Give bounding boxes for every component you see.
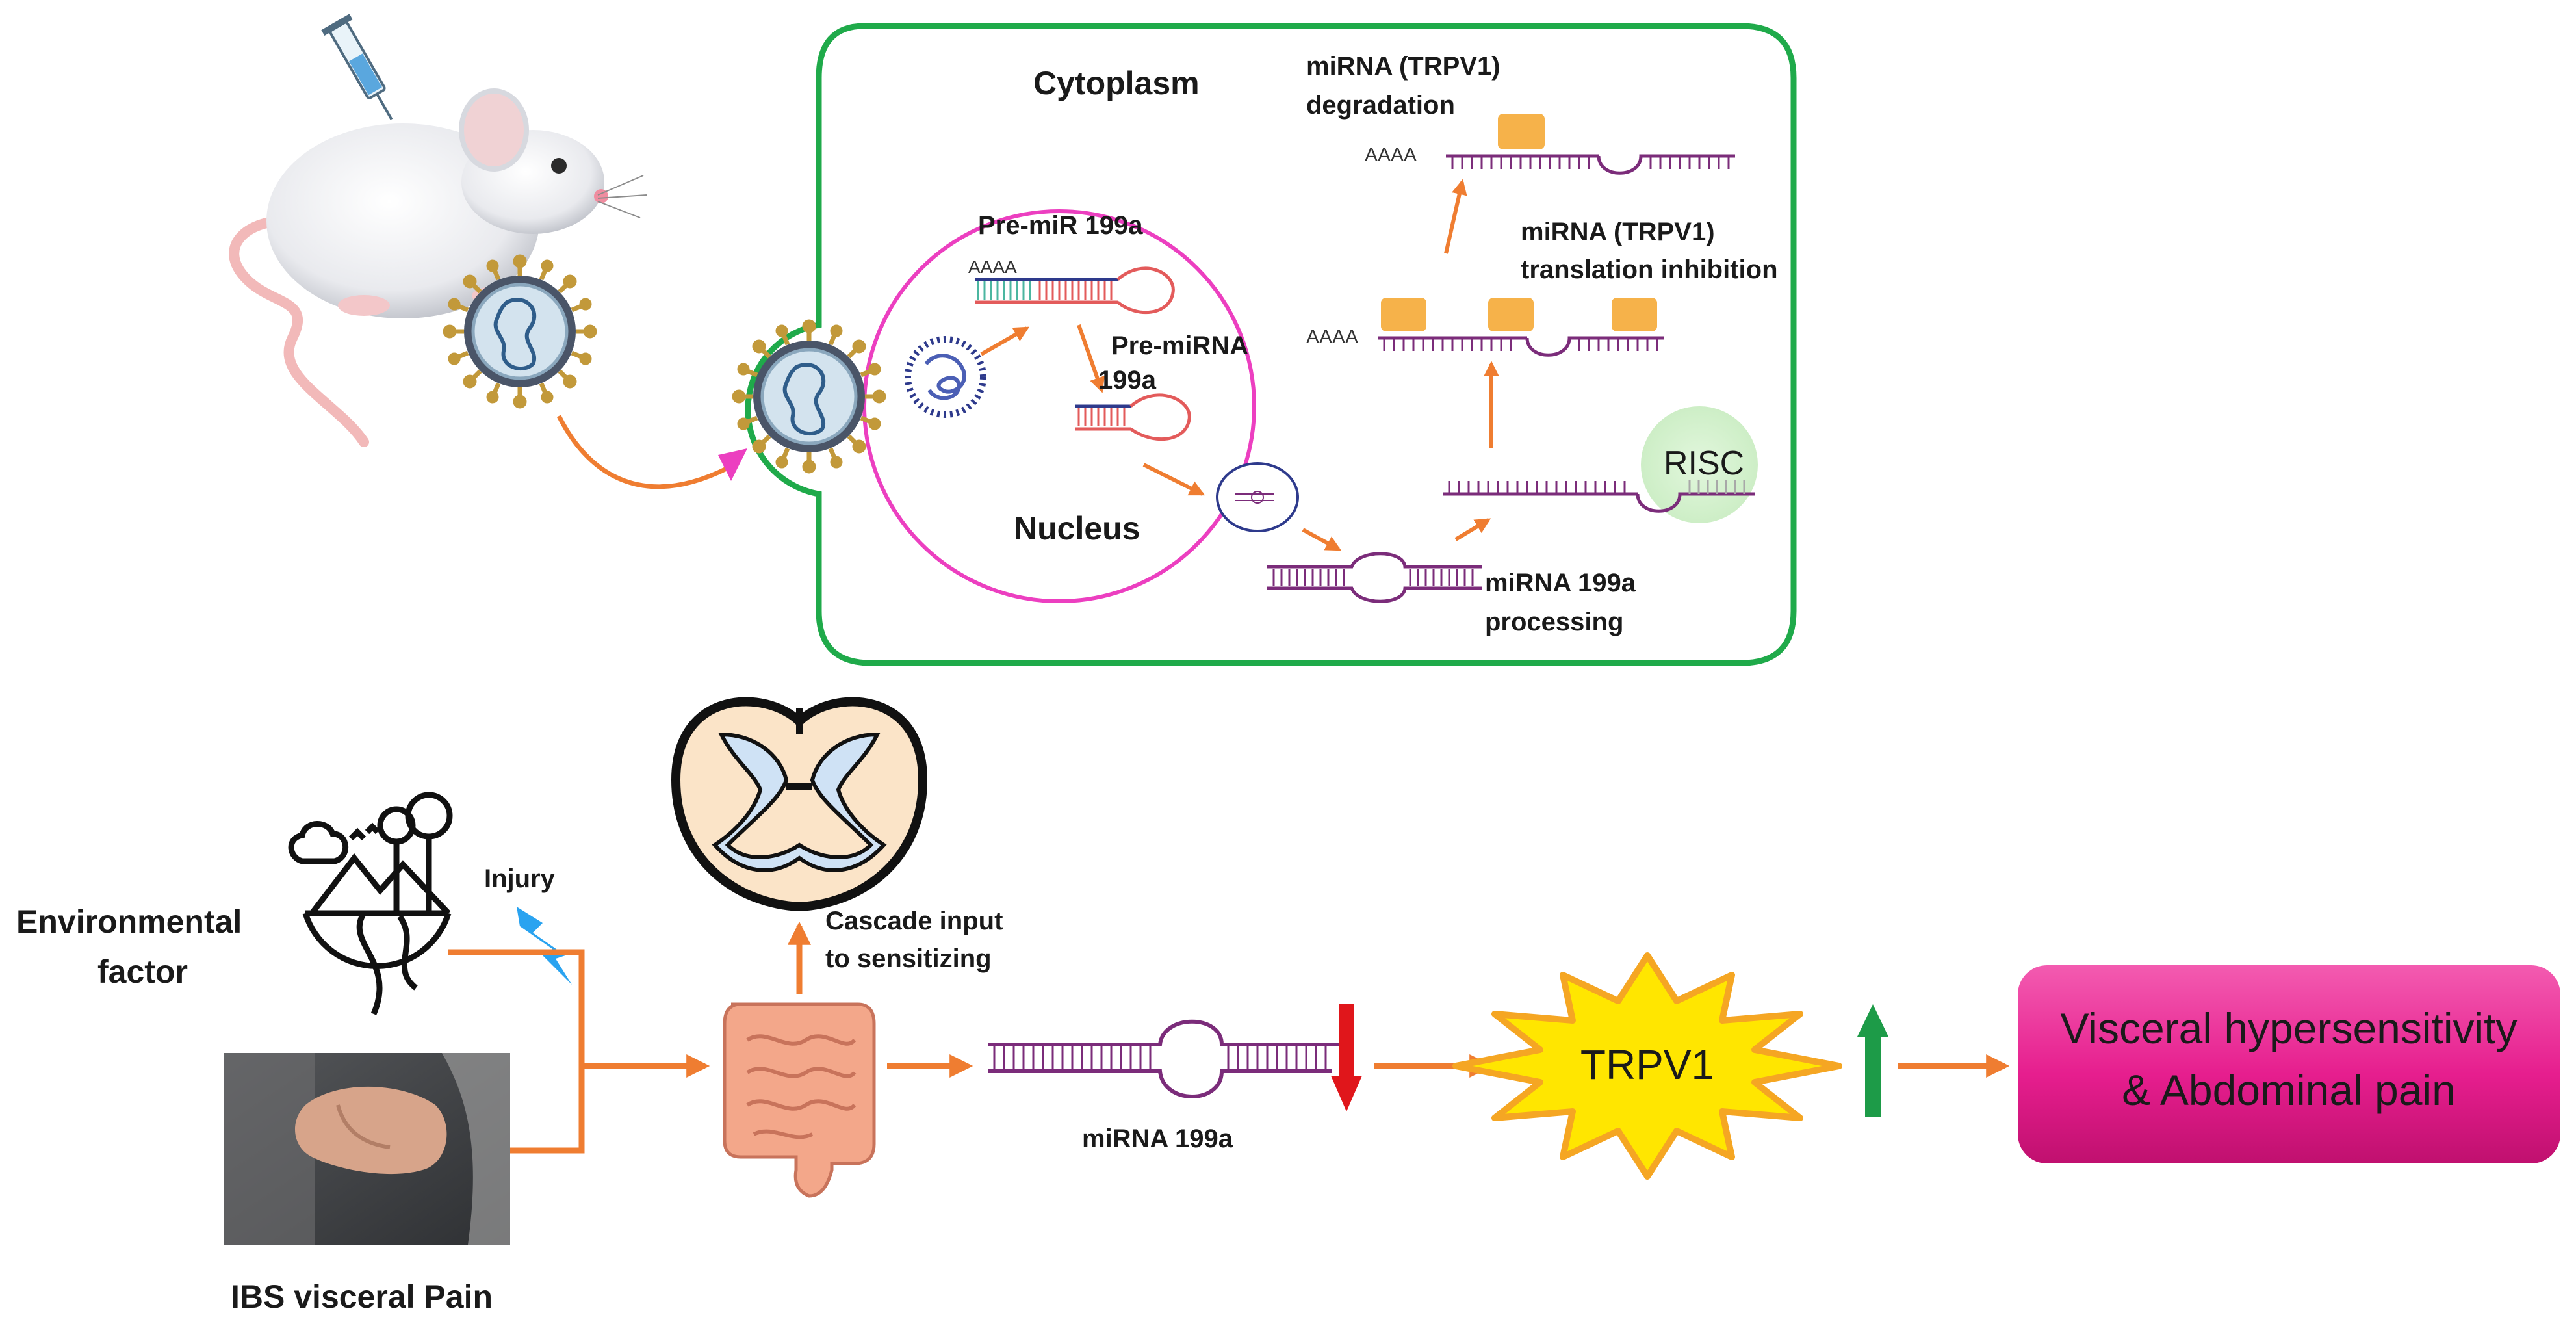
polya-tail-degradation: AAAA: [1365, 144, 1417, 166]
pre-mir-label: Pre-miR 199a: [978, 211, 1143, 240]
environmental-factor-label-2: factor: [97, 954, 188, 990]
trpv1-starburst: [1452, 952, 1842, 1180]
arrow-ibs-branch: [510, 1066, 585, 1154]
translation-label-1: miRNA (TRPV1): [1521, 218, 1715, 246]
risc-label: RISC: [1664, 445, 1744, 482]
abdominal-pain-photo: [224, 1053, 510, 1245]
spinal-cord-cross-section-icon: [671, 697, 928, 912]
virus-entry-arrow: [556, 415, 729, 489]
mrna-degradation: [1446, 154, 1735, 175]
ribosome-icon: [1381, 298, 1426, 331]
injury-label: Injury: [484, 864, 556, 893]
risc-strand: [1443, 480, 1755, 513]
pre-mirna-label-2: 199a: [1098, 366, 1157, 395]
arrow-premir-to-premirna: [1077, 324, 1105, 393]
arrow-environment-branch: [448, 949, 585, 1066]
environment-landscape-icon: [288, 792, 453, 1015]
mouse-illustration: [229, 88, 647, 447]
arrow-premirna-to-export: [1142, 463, 1205, 496]
pre-mirna-label-1: Pre-miRNA: [1111, 331, 1248, 360]
pre-mir-hairpin: [975, 266, 1175, 315]
aav-virus-icon: [445, 257, 595, 406]
ribosome-icon: [1498, 114, 1545, 149]
virus-entry-arrowhead: [718, 448, 747, 481]
ribosome-icon: [1488, 298, 1534, 331]
intestine-icon: [723, 1002, 876, 1198]
increase-up-arrow-icon: [1857, 1004, 1888, 1117]
trpv1-label: TRPV1: [1580, 1041, 1714, 1088]
polya-tail-premir: AAAA: [968, 257, 1017, 277]
mirna-199a-label: miRNA 199a: [1082, 1124, 1233, 1153]
nucleus-label: Nucleus: [1014, 510, 1140, 547]
mirna-199a-duplex: [988, 1019, 1339, 1098]
ribosome-icon: [1612, 298, 1657, 331]
cytoplasm-label: Cytoplasm: [1033, 65, 1200, 101]
nucleus: [862, 209, 1256, 603]
mrna-translation-inhibition: [1378, 336, 1664, 357]
arrow-duplex-to-risc: [1454, 518, 1491, 541]
degradation-label-1: miRNA (TRPV1): [1306, 52, 1501, 81]
plasmid-icon: [905, 336, 986, 418]
arrow-plasmid-to-premir: [980, 326, 1030, 356]
translation-label-2: translation inhibition: [1521, 255, 1778, 284]
degradation-label-2: degradation: [1306, 91, 1455, 120]
export-vesicle: [1216, 462, 1299, 532]
processing-label-2: processing: [1485, 608, 1623, 636]
pre-mirna-hairpin: [1075, 393, 1191, 441]
lightning-bolt-icon: [517, 907, 572, 985]
syringe-icon: [321, 14, 393, 120]
mirna-duplex-cytoplasm: [1267, 552, 1482, 603]
polya-tail-translation: AAAA: [1306, 326, 1358, 348]
outcome-label-1: Visceral hypersensitivity: [2060, 1004, 2517, 1052]
ibs-visceral-pain-label: IBS visceral Pain: [231, 1279, 493, 1315]
cascade-input-label-1: Cascade input: [825, 907, 1003, 935]
arrow-export-to-duplex: [1302, 528, 1342, 551]
aav-virus-icon: [734, 322, 884, 471]
outcome-label-2: & Abdominal pain: [2122, 1066, 2456, 1114]
processing-label-1: miRNA 199a: [1485, 569, 1636, 597]
decrease-down-arrow-icon: [1331, 1004, 1362, 1111]
environmental-factor-label-1: Environmental: [16, 903, 242, 940]
outcome-box: [2018, 965, 2560, 1163]
arrow-translation-to-degradation: [1444, 179, 1467, 254]
cascade-input-label-2: to sensitizing: [825, 944, 992, 973]
